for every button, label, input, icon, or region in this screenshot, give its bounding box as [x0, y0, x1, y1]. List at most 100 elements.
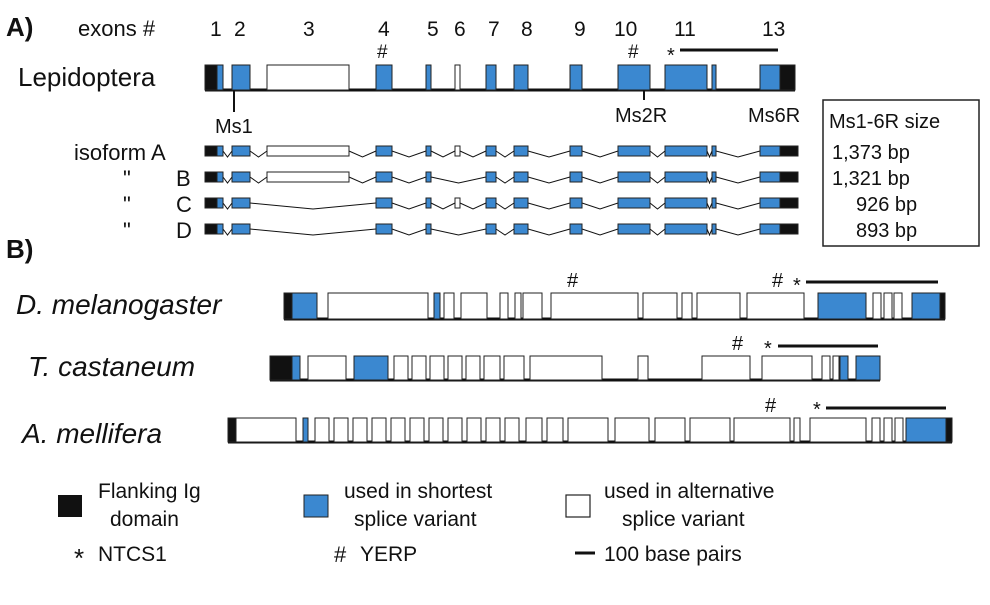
isoform-a-exon-2: [231, 145, 251, 157]
amel-exon-2: [302, 417, 309, 443]
tcas-exon-9: [483, 355, 501, 381]
amel-exon-26: [905, 417, 947, 443]
isoform-a-splice-6: [459, 150, 487, 158]
isoform-c-exon-6: [485, 197, 497, 209]
isoform-c-splice-2: [249, 202, 377, 210]
isoform-b-splice-7: [527, 176, 571, 184]
isoform-label-a: isoform A: [74, 140, 166, 165]
isoform-d-splice-7: [581, 228, 619, 236]
species-t-castaneum: T. castaneum: [28, 351, 195, 382]
isoform-b-exon-4: [375, 171, 393, 183]
legend-swatch-shortest: [303, 494, 329, 518]
exon-number-3: 3: [303, 18, 315, 41]
primer-label-ms1: Ms1: [215, 116, 253, 138]
isoform-a-exon-5: [425, 145, 432, 157]
amel-exon-6: [371, 417, 387, 443]
legend-ntcs1: NTCS1: [98, 543, 167, 566]
isoform-c-splice-7: [527, 202, 571, 210]
isoform-d-splice-1: [222, 228, 233, 236]
tcas-exon-6: [429, 355, 445, 381]
isoform-a-splice-11: [706, 150, 713, 159]
amel-exon-24: [883, 417, 893, 443]
isoform-b-exon-11: [711, 171, 717, 183]
lep-exon-6: [454, 64, 461, 91]
lep-exon-12: [711, 64, 717, 91]
isoform-b-exon-12: [759, 171, 781, 183]
exon-number-13: 13: [762, 18, 785, 41]
tcas-exon-13: [701, 355, 751, 381]
species-d-melanogaster: D. melanogaster: [16, 289, 223, 320]
lep-exon-1: [216, 64, 224, 91]
isoform-d-splice-2: [249, 228, 377, 236]
isoform-c-exon-4: [425, 197, 432, 209]
dmel-exon-13: [746, 292, 805, 320]
isoform-label-c: C: [176, 192, 192, 217]
isoform-c-exon-10: [664, 197, 708, 209]
dmel-exon-14: [817, 292, 867, 320]
amel-exon-21: [793, 417, 801, 443]
tcas-exon-14: [761, 355, 813, 381]
amel-exon-5: [352, 417, 368, 443]
isoform-d-exon-0: [204, 223, 218, 235]
primer-label-ms6r: Ms6R: [748, 105, 800, 127]
amel-ntcs1-mark: *: [813, 399, 821, 421]
isoform-d-exon-4: [425, 223, 432, 235]
dmel-exon-7: [514, 292, 522, 320]
tcas-exon-10: [503, 355, 525, 381]
tcas-exon-8: [465, 355, 481, 381]
dmel-exon-6: [499, 292, 509, 320]
exon-number-6: 6: [454, 18, 466, 41]
tcas-exon-17: [839, 355, 849, 381]
exons-header: exons #: [78, 16, 156, 41]
isoform-c-splice-8: [581, 202, 619, 210]
isoform-d-exon-3: [375, 223, 393, 235]
dmel-exon-2: [327, 292, 429, 320]
legend-shortest-line1: used in shortest: [344, 480, 492, 503]
amel-yerp-0: #: [765, 395, 777, 417]
isoform-b-splice-5: [430, 176, 487, 184]
lep-exon-4: [375, 64, 393, 91]
isoform-b-exon-10: [664, 171, 708, 183]
isoform-c-exon-12: [759, 197, 781, 209]
isoform-c-splice-10: [706, 202, 713, 211]
lep-ntcs1-mark: *: [667, 45, 675, 67]
tcas-exon-16: [832, 355, 840, 381]
isoform-c-splice-4: [430, 202, 456, 210]
isoform-a-exon-10: [617, 145, 651, 157]
amel-exon-18: [654, 417, 686, 443]
lep-exon-3: [266, 64, 350, 91]
tcas-exon-7: [447, 355, 463, 381]
isoform-a-exon-13: [759, 145, 781, 157]
isoform-b-exon-1: [216, 171, 224, 183]
isoform-b-exon-3: [266, 171, 350, 183]
dmel-exon-8: [522, 292, 543, 320]
size-table-header: Ms1-6R size: [829, 111, 940, 133]
isoform-a-exon-1: [216, 145, 224, 157]
isoform-b-exon-7: [513, 171, 529, 183]
isoform-c-splice-11: [715, 202, 761, 210]
isoform-b-splice-10: [706, 176, 713, 185]
legend-swatch-alternative: [565, 494, 591, 518]
exon-number-5: 5: [427, 18, 439, 41]
exon-number-1: 1: [210, 18, 222, 41]
isoform-a-exon-12: [711, 145, 717, 157]
amel-exon-17: [614, 417, 650, 443]
isoform-b-exon-13: [779, 171, 799, 183]
panel-a-label: A): [6, 12, 33, 42]
isoform-b-exon-5: [425, 171, 432, 183]
isoform-a-exon-14: [779, 145, 799, 157]
isoform-c-exon-9: [617, 197, 651, 209]
isoform-a-splice-4: [391, 150, 427, 158]
isoform-a-splice-2: [249, 150, 268, 158]
legend-hash-symbol: #: [334, 542, 347, 567]
lepidoptera-gene-model: ##*: [204, 42, 796, 92]
isoform-c-exon-8: [569, 197, 583, 209]
isoform-a-exon-3: [266, 145, 350, 157]
a-mellifera-gene-model: #*: [227, 395, 953, 444]
dmel-ntcs1-mark: *: [793, 275, 801, 297]
dmel-exon-9: [550, 292, 639, 320]
isoform-ditto-c: ": [123, 192, 131, 217]
isoform-c-exon-0: [204, 197, 218, 209]
